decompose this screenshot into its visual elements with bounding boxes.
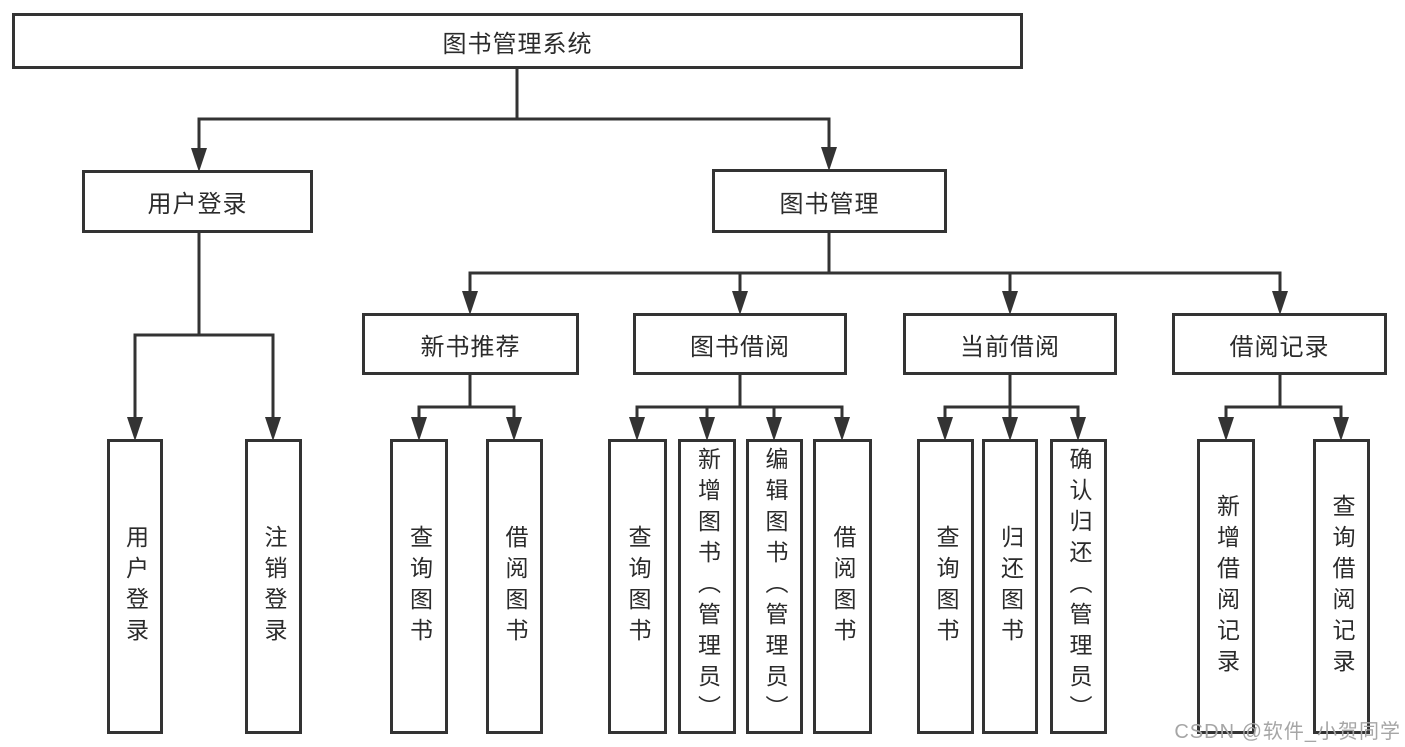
arrowhead-icon (1002, 291, 1018, 315)
arrowhead-icon (629, 417, 645, 441)
arrowhead-icon (1070, 417, 1086, 441)
connector-root-split (191, 67, 837, 172)
arrowhead-icon (937, 417, 953, 441)
leaf-current-return-books: 归还图书 (982, 439, 1038, 734)
arrowhead-icon (127, 417, 143, 441)
arrowhead-icon (766, 417, 782, 441)
connector-book-borrow-split (629, 373, 850, 441)
node-new-book-recommend: 新书推荐 (362, 313, 579, 375)
leaf-borrowing-borrow-books: 借阅图书 (813, 439, 872, 734)
arrowhead-icon (265, 417, 281, 441)
node-current-borrowing: 当前借阅 (903, 313, 1117, 375)
connector-new-book-split (411, 373, 522, 441)
leaf-borrowing-add-books-admin: 新增图书（管理员） (678, 439, 736, 734)
arrowhead-icon (699, 417, 715, 441)
arrowhead-icon (1218, 417, 1234, 441)
leaf-logout: 注销登录 (245, 439, 302, 734)
arrowhead-icon (411, 417, 427, 441)
connector-book-management-split (462, 231, 1288, 315)
connector-current-borrow-split (937, 373, 1086, 441)
arrowhead-icon (834, 417, 850, 441)
node-borrowing-records: 借阅记录 (1172, 313, 1387, 375)
arrowhead-icon (732, 291, 748, 315)
leaf-records-query-record: 查询借阅记录 (1313, 439, 1370, 734)
arrowhead-icon (1272, 291, 1288, 315)
leaf-newbook-borrow-books: 借阅图书 (486, 439, 543, 734)
arrowhead-icon (191, 148, 207, 172)
node-system-root: 图书管理系统 (12, 13, 1023, 69)
node-user-login: 用户登录 (82, 170, 313, 233)
csdn-watermark: CSDN @软件_小贺同学 (1174, 721, 1401, 743)
connector-borrow-record-split (1218, 373, 1349, 441)
arrowhead-icon (462, 291, 478, 315)
node-book-borrowing: 图书借阅 (633, 313, 847, 375)
leaf-newbook-query-books: 查询图书 (390, 439, 448, 734)
arrowhead-icon (1333, 417, 1349, 441)
leaf-current-confirm-return-admin: 确认归还（管理员） (1050, 439, 1107, 734)
leaf-borrowing-query-books: 查询图书 (608, 439, 667, 734)
connector-user-login-split (127, 231, 281, 441)
leaf-current-query-books: 查询图书 (917, 439, 974, 734)
arrowhead-icon (1002, 417, 1018, 441)
leaf-records-add-record: 新增借阅记录 (1197, 439, 1255, 734)
arrowhead-icon (506, 417, 522, 441)
node-book-management: 图书管理 (712, 169, 947, 233)
leaf-borrowing-edit-books-admin: 编辑图书（管理员） (746, 439, 803, 734)
leaf-user-login: 用户登录 (107, 439, 163, 734)
arrowhead-icon (821, 147, 837, 171)
